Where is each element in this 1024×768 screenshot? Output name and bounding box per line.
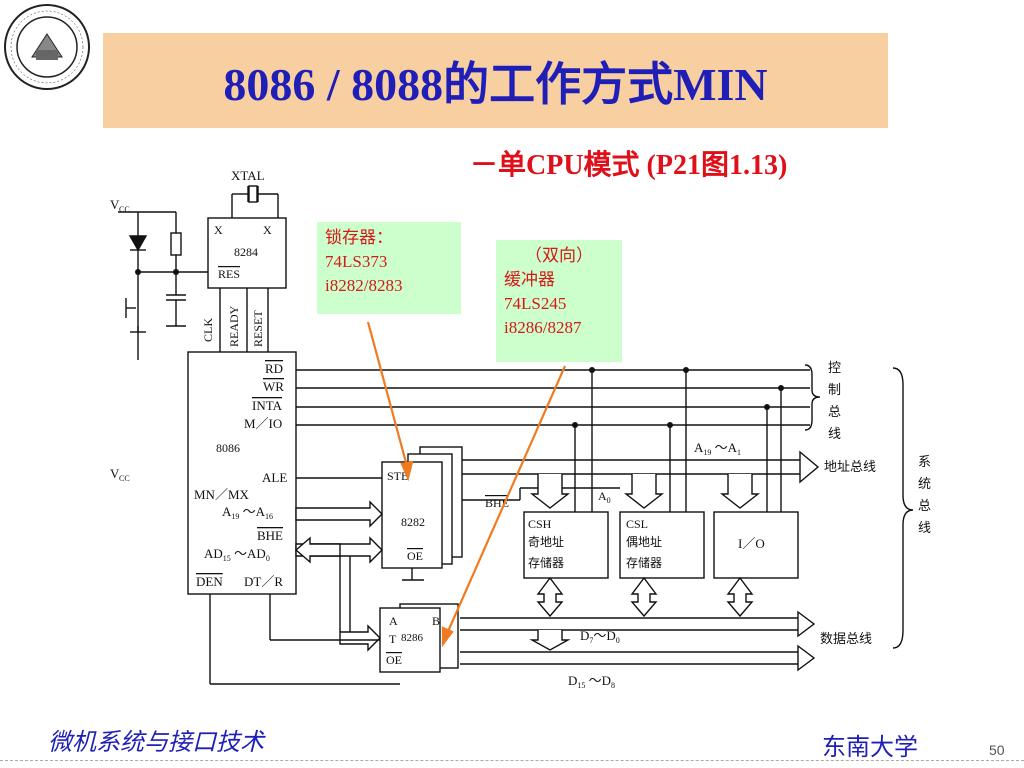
buffer-note-line-2: 缓冲器 — [504, 270, 555, 289]
buffer-note-line-1: （双向） — [525, 246, 593, 265]
control-bus-char-3: 总 — [828, 404, 841, 419]
even-addr-label: 偶地址 — [626, 535, 662, 549]
latch-note-line-2: 74LS373 — [325, 252, 388, 271]
latch-note: 锁存器： 74LS373 i8282/8283 — [317, 222, 461, 314]
oe-8282-label: OE — [407, 549, 423, 563]
system-bus-char-3: 总 — [918, 498, 931, 513]
mnmx-pin: MN／MX — [194, 487, 250, 502]
university-name: 东南大学 — [822, 733, 918, 761]
vcc-sub-2: CC — [119, 474, 130, 483]
chip8286-name: 8286 — [401, 632, 424, 644]
chip8286-a: A — [389, 614, 398, 628]
buffer-pointer-arrow — [444, 365, 567, 637]
course-name: 微机系统与接口技术 — [48, 728, 264, 756]
slide-subtitle: －单CPU模式 (P21图1.13) — [470, 150, 788, 181]
control-bus-char-2: 制 — [828, 382, 841, 397]
cpu-name: 8086 — [216, 441, 240, 455]
buffer-note: （双向） 缓冲器 74LS245 i8286/8287 — [496, 240, 622, 362]
latch-note-line-1: 锁存器： — [325, 228, 393, 247]
address-range-label: A19 ～A1 — [694, 440, 741, 457]
csh-label: CSH — [528, 517, 552, 531]
buffer-note-line-3: 74LS245 — [504, 294, 567, 313]
chip8286-oe: OE — [386, 653, 402, 667]
stb-label: STB — [387, 469, 409, 483]
a0-label: A0 — [598, 489, 611, 505]
d-low-label: D7～D0 — [580, 628, 620, 645]
dtr-pin: DT／R — [244, 574, 283, 589]
rd-pin: RD — [265, 361, 283, 376]
university-logo — [2, 2, 92, 92]
io-label: I／O — [738, 536, 765, 551]
chip8284-label: 8284 — [234, 245, 258, 259]
even-memory-label: 存储器 — [626, 555, 662, 570]
inta-pin: INTA — [252, 398, 283, 413]
data-bus-label: 数据总线 — [820, 631, 872, 646]
chip8286-t: T — [389, 632, 397, 646]
buffer-note-line-4: i8286/8287 — [504, 318, 582, 337]
vcc-label-2: V — [110, 466, 120, 481]
ready-label: READY — [227, 305, 241, 347]
control-bus-char-1: 控 — [828, 360, 841, 375]
chip8286-b: B — [432, 614, 440, 628]
chip8282-label: 8282 — [401, 515, 425, 529]
ad-bus-pin: AD15 ～AD0 — [204, 546, 270, 563]
vcc-sub: CC — [119, 205, 130, 214]
system-bus-char-1: 系 — [918, 454, 931, 469]
title-banner: 8086 / 8088的工作方式MIN — [103, 33, 888, 128]
x2-label: X — [263, 223, 272, 237]
wr-pin: WR — [263, 379, 284, 394]
ale-pin: ALE — [262, 470, 287, 485]
latch-pointer-arrow — [366, 321, 410, 471]
csl-label: CSL — [626, 517, 648, 531]
bhe-pin: BHE — [257, 528, 283, 543]
mio-pin: M／IO — [244, 416, 282, 431]
system-bus-char-4: 线 — [918, 520, 931, 535]
page-number: 50 — [989, 742, 1005, 758]
a-bus-pin: A19 ～A16 — [222, 504, 273, 521]
x1-label: X — [214, 223, 223, 237]
odd-memory-label: 存储器 — [528, 555, 564, 570]
res-label: RES — [218, 267, 240, 281]
clk-label: CLK — [201, 318, 215, 342]
vcc-label: V — [110, 197, 120, 212]
slide-title: 8086 / 8088的工作方式MIN — [223, 58, 768, 110]
xtal-label: XTAL — [231, 168, 265, 183]
control-bus-char-4: 线 — [828, 426, 841, 441]
reset-label: RESET — [251, 310, 265, 347]
odd-addr-label: 奇地址 — [528, 535, 564, 549]
d-high-label: D15 ～D8 — [568, 673, 615, 690]
address-bus-label: 地址总线 — [824, 459, 876, 474]
footer-divider — [0, 760, 1024, 762]
system-bus-char-2: 统 — [918, 476, 931, 491]
den-pin: DEN — [196, 574, 223, 589]
latch-note-line-3: i8282/8283 — [325, 276, 403, 295]
